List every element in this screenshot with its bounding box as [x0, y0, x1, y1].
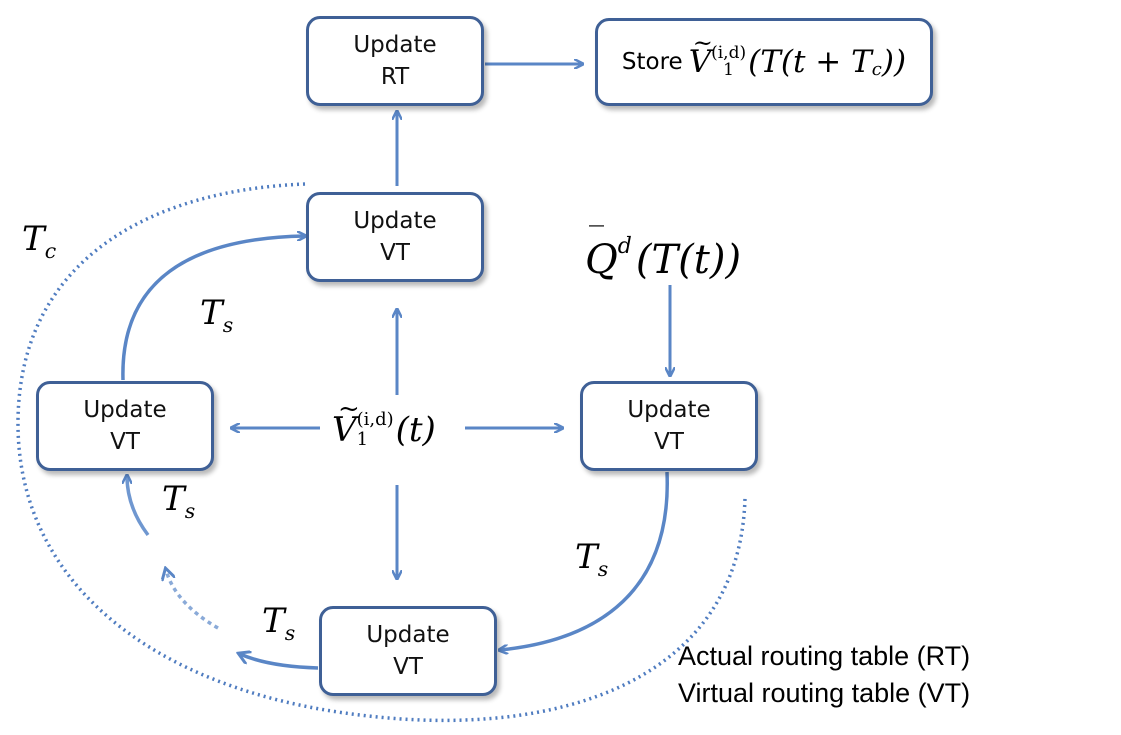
box-line2: VT [110, 429, 140, 455]
q-sup: d [617, 234, 632, 259]
tc-cycle-dotted-arc [16, 182, 747, 723]
arrow-vtbottom-to-left [240, 654, 319, 670]
arrow-into-vtleft [127, 476, 150, 537]
box-line1: Update [366, 622, 450, 648]
store-box: Store V ~ (i,d) 1 (T(t + T c )) [595, 18, 933, 106]
box-line2: VT [380, 240, 410, 266]
legend-rt: Actual routing table (RT) [678, 641, 971, 671]
update-vt-bottom-box: Update VT [319, 606, 497, 696]
store-sup: (i,d) [711, 43, 747, 63]
ts-sub: s [222, 312, 234, 337]
box-line2: RT [380, 64, 410, 90]
store-arg-sub: c [871, 59, 882, 80]
center-sub: 1 [356, 429, 369, 450]
box-line1: Update [627, 397, 711, 423]
box-line2: VT [654, 429, 684, 455]
ts-label-right: Ts [575, 540, 608, 579]
store-expression: Store V ~ (i,d) 1 (T(t + T c )) [621, 31, 907, 80]
ts-var: T [162, 479, 185, 519]
q-var: Q [585, 237, 618, 283]
arrow-vtright-to-vtbottom [500, 471, 669, 650]
store-var: V [688, 43, 712, 80]
center-arg: (t) [395, 410, 436, 450]
ts-label-left: Ts [162, 482, 195, 521]
box-line2: VT [393, 654, 423, 680]
center-tilde: ~ [338, 394, 360, 424]
box-line1: Update [83, 397, 167, 423]
ts-label-bottom: Ts [262, 604, 295, 643]
arrow-vtleft-to-vttop [121, 236, 305, 381]
update-vt-right-box: Update VT [580, 381, 758, 471]
ts-sub: s [184, 498, 196, 523]
center-sup: (i,d) [356, 409, 394, 430]
ts-sub: s [284, 620, 296, 645]
update-vt-left-box: Update VT [36, 381, 214, 471]
box-line1: Update [353, 32, 437, 58]
legend: Actual routing table (RT) Virtual routin… [678, 638, 970, 712]
store-sub: 1 [723, 60, 734, 80]
q-arg: (T(t)) [635, 237, 742, 283]
center-variable: V ~ (i,d) 1 (t) [332, 396, 436, 450]
store-arg: (T(t + T [748, 43, 872, 80]
ts-var: T [575, 537, 598, 577]
store-label: Store [621, 48, 683, 75]
faded-dotted-arc [166, 570, 219, 630]
q-bar: ‾ [589, 221, 604, 256]
tc-var: T [22, 219, 45, 259]
legend-vt: Virtual routing table (VT) [678, 678, 971, 708]
store-tilde: ~ [692, 28, 713, 57]
tc-sub: c [44, 238, 57, 263]
store-arg-close: )) [881, 43, 907, 80]
ts-var: T [262, 601, 285, 641]
update-rt-box: Update RT [306, 16, 484, 106]
ts-label-top-left: Ts [200, 296, 233, 335]
tc-label: Tc [22, 222, 56, 261]
update-vt-top-box: Update VT [306, 192, 484, 282]
q-label: Q ‾ d (T(t)) [585, 224, 742, 283]
ts-sub: s [597, 556, 609, 581]
center-var: V [332, 410, 357, 450]
ts-var: T [200, 293, 223, 333]
box-line1: Update [353, 208, 437, 234]
